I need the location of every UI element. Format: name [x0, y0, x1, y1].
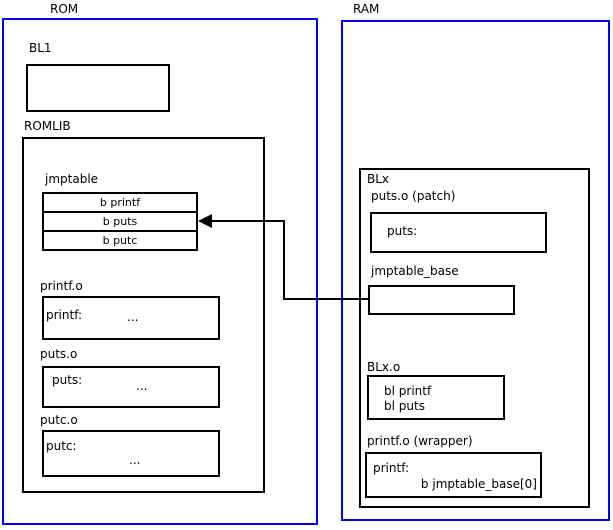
rom-region-frame	[2, 18, 318, 525]
jmptable-base-box	[368, 285, 515, 315]
bl1-label: BL1	[29, 41, 52, 55]
printf-wrapper-symbol: printf:	[373, 461, 410, 475]
puts-o-label: puts.o	[40, 347, 78, 361]
rom-label: ROM	[50, 2, 79, 16]
bl1-box	[26, 64, 170, 112]
puts-ellipsis: ...	[136, 379, 148, 393]
blx-o-box: bl printf bl puts	[367, 375, 505, 420]
puts-o-box: puts: ...	[42, 366, 220, 408]
arrowhead-icon	[198, 214, 212, 228]
puts-patch-label: puts.o (patch)	[371, 189, 456, 203]
putc-o-label: putc.o	[40, 413, 78, 427]
printf-o-box: printf: ...	[42, 296, 220, 340]
blx-label: BLx	[367, 172, 390, 186]
printf-wrapper-instruction: b jmptable_base[0]	[420, 477, 537, 491]
jmptable-label: jmptable	[45, 172, 99, 186]
printf-o-label: printf.o	[40, 279, 83, 293]
printf-ellipsis: ...	[127, 310, 139, 324]
blx-box	[359, 168, 590, 508]
connector-vertical	[283, 220, 285, 300]
blx-o-line-bl-printf: bl printf	[384, 384, 432, 398]
blx-o-line-bl-puts: bl puts	[384, 399, 425, 413]
romlib-box	[22, 137, 265, 493]
romlib-label: ROMLIB	[24, 119, 71, 133]
blx-o-label: BLx.o	[367, 360, 401, 374]
jmptable-row-putc: b putc	[42, 230, 198, 251]
puts-patch-symbol: puts:	[387, 224, 418, 238]
ram-label: RAM	[353, 2, 380, 16]
jmptable-row-puts: b puts	[42, 211, 198, 232]
printf-wrapper-box: printf: b jmptable_base[0]	[365, 452, 542, 498]
puts-patch-box: puts:	[370, 212, 547, 253]
printf-symbol: printf:	[46, 308, 83, 322]
putc-ellipsis: ...	[129, 453, 141, 467]
putc-symbol: putc:	[46, 439, 77, 453]
jmptable-base-label: jmptable_base	[371, 264, 459, 278]
putc-o-box: putc: ...	[42, 430, 220, 477]
jmptable-rows: b printf b puts b putc	[42, 192, 198, 251]
ram-region-frame	[341, 20, 610, 521]
puts-symbol: puts:	[52, 373, 83, 387]
connector-horizontal-from-jmptable-base	[283, 298, 368, 300]
printf-wrapper-label: printf.o (wrapper)	[367, 434, 473, 448]
jmptable-row-printf: b printf	[42, 192, 198, 213]
connector-horizontal-to-jmptable	[210, 220, 285, 222]
